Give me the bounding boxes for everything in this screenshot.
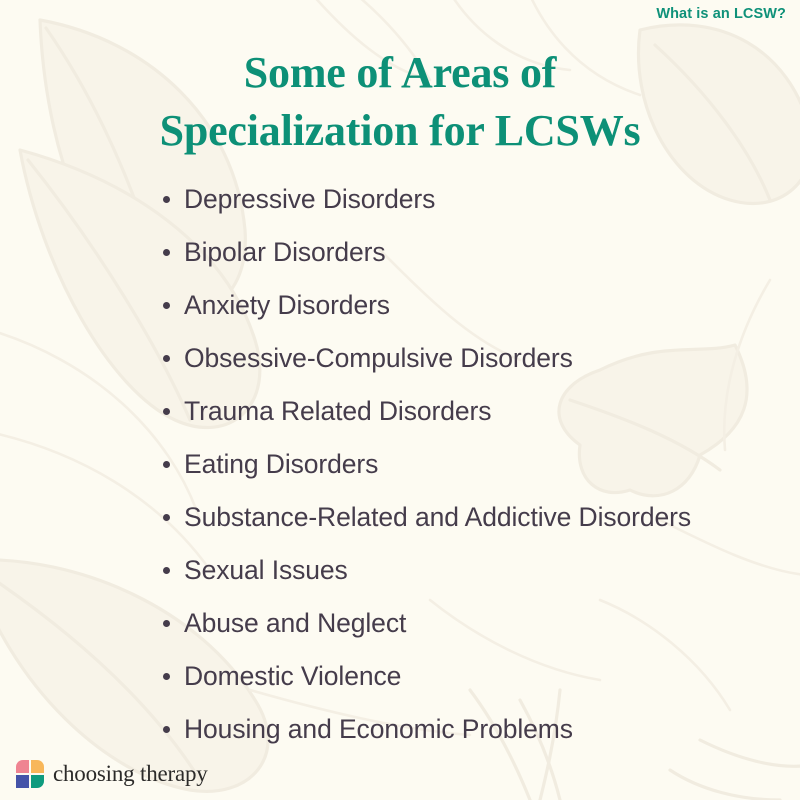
logo-quadrant-top-left — [16, 760, 29, 773]
brand-name-label: choosing therapy — [53, 761, 208, 786]
list-item-label: Eating Disorders — [184, 449, 379, 479]
list-item: Sexual Issues — [162, 549, 762, 591]
list-item: Domestic Violence — [162, 655, 762, 697]
bullet-icon — [163, 249, 170, 256]
list-item-label: Substance-Related and Addictive Disorder… — [184, 502, 692, 532]
list-item-label: Obsessive-Compulsive Disorders — [184, 343, 573, 373]
logo-quadrant-top-right — [31, 760, 44, 773]
bullet-icon — [163, 461, 170, 468]
list-item-label: Bipolar Disorders — [184, 237, 386, 267]
brand-logo: choosing therapy — [16, 760, 208, 788]
bullet-icon — [163, 567, 170, 574]
list-item: Abuse and Neglect — [162, 602, 762, 644]
logo-quadrant-bottom-right — [31, 775, 44, 788]
bullet-icon — [163, 196, 170, 203]
bullet-icon — [163, 355, 170, 362]
list-item-label: Abuse and Neglect — [184, 608, 407, 638]
list-item: Obsessive-Compulsive Disorders — [162, 337, 762, 379]
list-item: Housing and Economic Problems — [162, 708, 762, 750]
list-item: Bipolar Disorders — [162, 231, 762, 273]
bullet-icon — [163, 673, 170, 680]
list-item: Eating Disorders — [162, 443, 762, 485]
list-item-label: Housing and Economic Problems — [184, 714, 573, 744]
list-item-label: Anxiety Disorders — [184, 290, 390, 320]
page-title-line-1: Some of Areas of — [243, 48, 557, 97]
pinwheel-logo-icon — [16, 760, 44, 788]
list-item: Substance-Related and Addictive Disorder… — [162, 496, 762, 538]
list-item: Trauma Related Disorders — [162, 390, 762, 432]
bullet-icon — [163, 408, 170, 415]
list-item: Depressive Disorders — [162, 178, 762, 220]
list-item-label: Domestic Violence — [184, 661, 402, 691]
list-item-label: Sexual Issues — [184, 555, 348, 585]
bullet-icon — [163, 302, 170, 309]
bullet-icon — [163, 726, 170, 733]
list-item-label: Trauma Related Disorders — [184, 396, 492, 426]
logo-quadrant-bottom-left — [16, 775, 29, 788]
bullet-icon — [163, 514, 170, 521]
page-kicker-label: What is an LCSW? — [656, 6, 786, 22]
bullet-icon — [163, 620, 170, 627]
specialization-list: Depressive Disorders Bipolar Disorders A… — [162, 178, 762, 761]
page-title: Some of Areas of Specialization for LCSW… — [0, 44, 800, 160]
list-item-label: Depressive Disorders — [184, 184, 436, 214]
page-title-line-2: Specialization for LCSWs — [159, 106, 641, 155]
list-item: Anxiety Disorders — [162, 284, 762, 326]
